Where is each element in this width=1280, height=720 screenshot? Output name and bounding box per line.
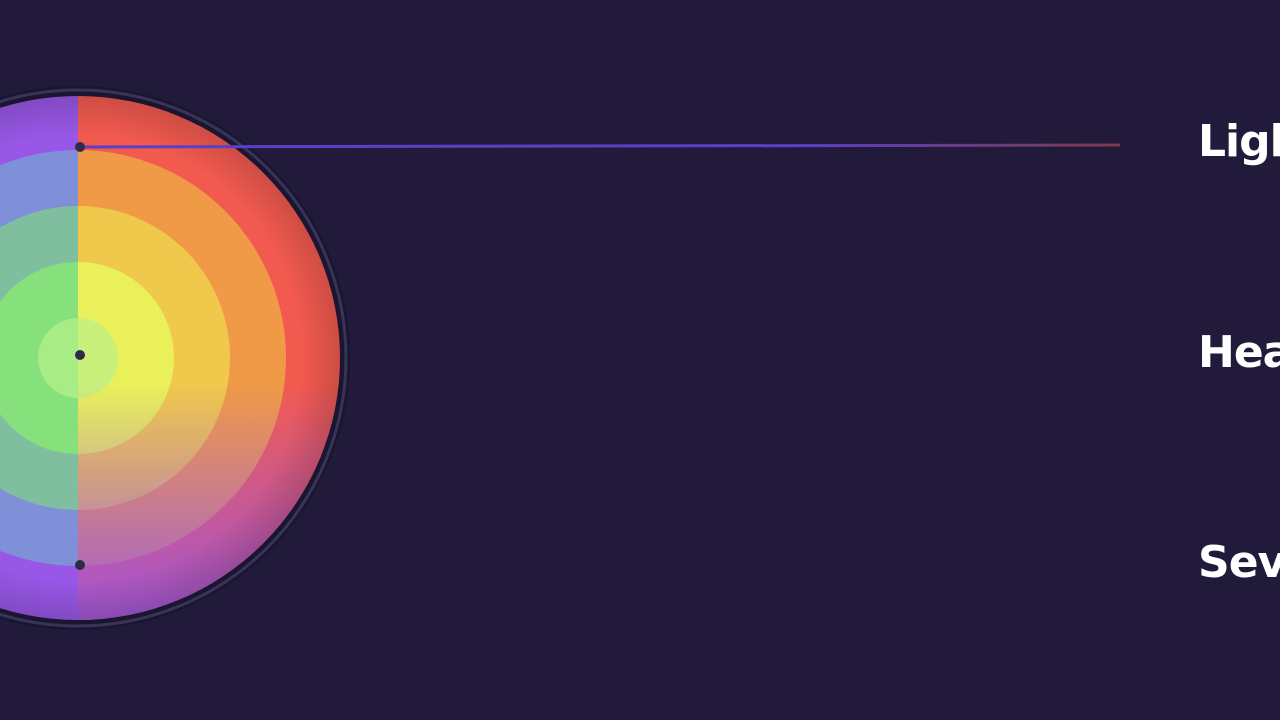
label-top: Ligh bbox=[1198, 116, 1280, 167]
disc-edge-shade bbox=[0, 96, 340, 620]
anchor-dot-bottom bbox=[75, 560, 85, 570]
anchor-dot-middle bbox=[75, 350, 85, 360]
label-bottom: Seve bbox=[1198, 537, 1280, 588]
disc-outer-ring bbox=[0, 88, 348, 628]
anchor-dot-top bbox=[75, 142, 85, 152]
label-middle: Hea bbox=[1198, 327, 1280, 378]
callout-line-top bbox=[79, 143, 1121, 149]
